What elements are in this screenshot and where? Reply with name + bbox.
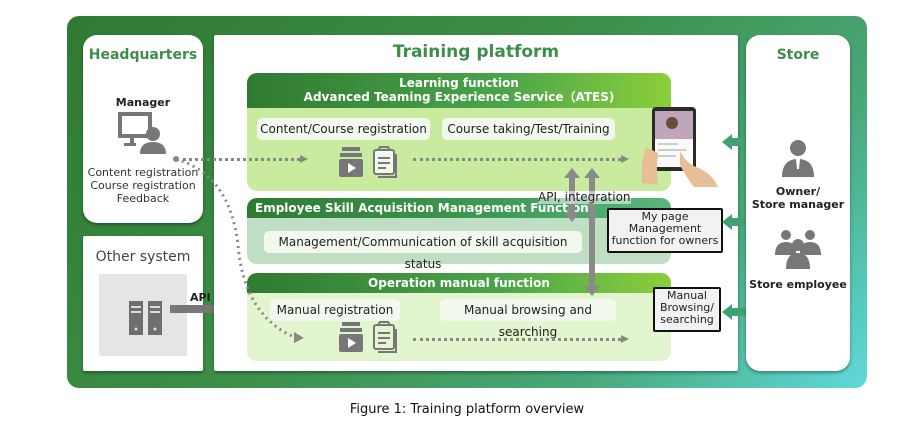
- manager-computer-icon: [118, 112, 166, 154]
- ates-title: Advanced Teaming Experience Service（ATES…: [303, 90, 615, 104]
- content-course-registration-box: Content/Course registration: [257, 118, 430, 140]
- manager-actions: Content registration Course registration…: [85, 166, 201, 205]
- training-platform-title: Training platform: [392, 42, 560, 62]
- clipboard-icon: [373, 321, 397, 353]
- video-stack-icon: [339, 322, 363, 352]
- manual-registration-box: Manual registration: [270, 299, 400, 321]
- mypage-line2: Management: [628, 222, 702, 235]
- api-integration-arrows: [564, 168, 600, 296]
- api-label: API: [190, 291, 211, 304]
- headquarters-panel: [83, 35, 203, 223]
- store-panel: [746, 35, 850, 371]
- owner-label-line2: Store manager: [751, 198, 845, 211]
- manual-callout: Manual Browsing/ searching: [653, 287, 721, 332]
- owner-label-line1: Owner/: [775, 185, 821, 198]
- server-icon: [129, 301, 162, 335]
- flow-learning-to-tablet: [413, 155, 629, 163]
- store-employee-group-icon: [775, 230, 821, 269]
- store-to-manual-arrow-icon: [722, 304, 748, 320]
- content-icons-learning: [339, 146, 397, 178]
- other-system-title: Other system: [95, 249, 191, 265]
- mypage-line3: function for owners: [611, 234, 719, 247]
- flow-manager-to-learning: [176, 155, 308, 163]
- manual-function-header: Operation manual function: [247, 273, 671, 293]
- store-title: Store: [776, 47, 820, 63]
- action-content-registration: Content registration: [87, 166, 199, 179]
- store-employee-label: Store employee: [749, 278, 847, 291]
- manual-callout-line2: Browsing/: [659, 301, 714, 314]
- action-course-registration: Course registration: [90, 179, 196, 192]
- headquarters-title: Headquarters: [88, 47, 198, 63]
- api-integration-label: API, integration: [538, 190, 631, 204]
- learning-function-header: Learning function Advanced Teaming Exper…: [247, 73, 671, 108]
- action-feedback: Feedback: [116, 192, 170, 205]
- mypage-callout: My page Management function for owners: [607, 208, 723, 253]
- manager-label: Manager: [115, 96, 171, 109]
- owner-icon: [782, 140, 814, 177]
- manual-callout-line3: searching: [660, 313, 714, 326]
- skill-status-box: Management/Communication of skill acquis…: [264, 231, 582, 271]
- mypage-line1: My page: [641, 210, 689, 223]
- video-stack-icon: [339, 147, 363, 177]
- owner-label: Owner/ Store manager: [746, 185, 850, 211]
- flow-manager-to-manual: [173, 156, 304, 343]
- manual-callout-line1: Manual: [667, 289, 707, 302]
- store-to-tablet-arrow-icon: [722, 134, 748, 150]
- figure-caption: Figure 1: Training platform overview: [349, 402, 585, 417]
- content-icons-manual: [339, 321, 397, 353]
- store-to-mypage-arrow-icon: [722, 214, 748, 230]
- flow-manual-distribution: [413, 335, 629, 343]
- manual-browsing-box: Manual browsing and searching: [440, 299, 616, 339]
- course-taking-box: Course taking/Test/Training: [442, 118, 615, 140]
- clipboard-icon: [373, 146, 397, 178]
- learning-function-title: Learning function: [399, 76, 519, 90]
- tablet-icon: [641, 107, 718, 187]
